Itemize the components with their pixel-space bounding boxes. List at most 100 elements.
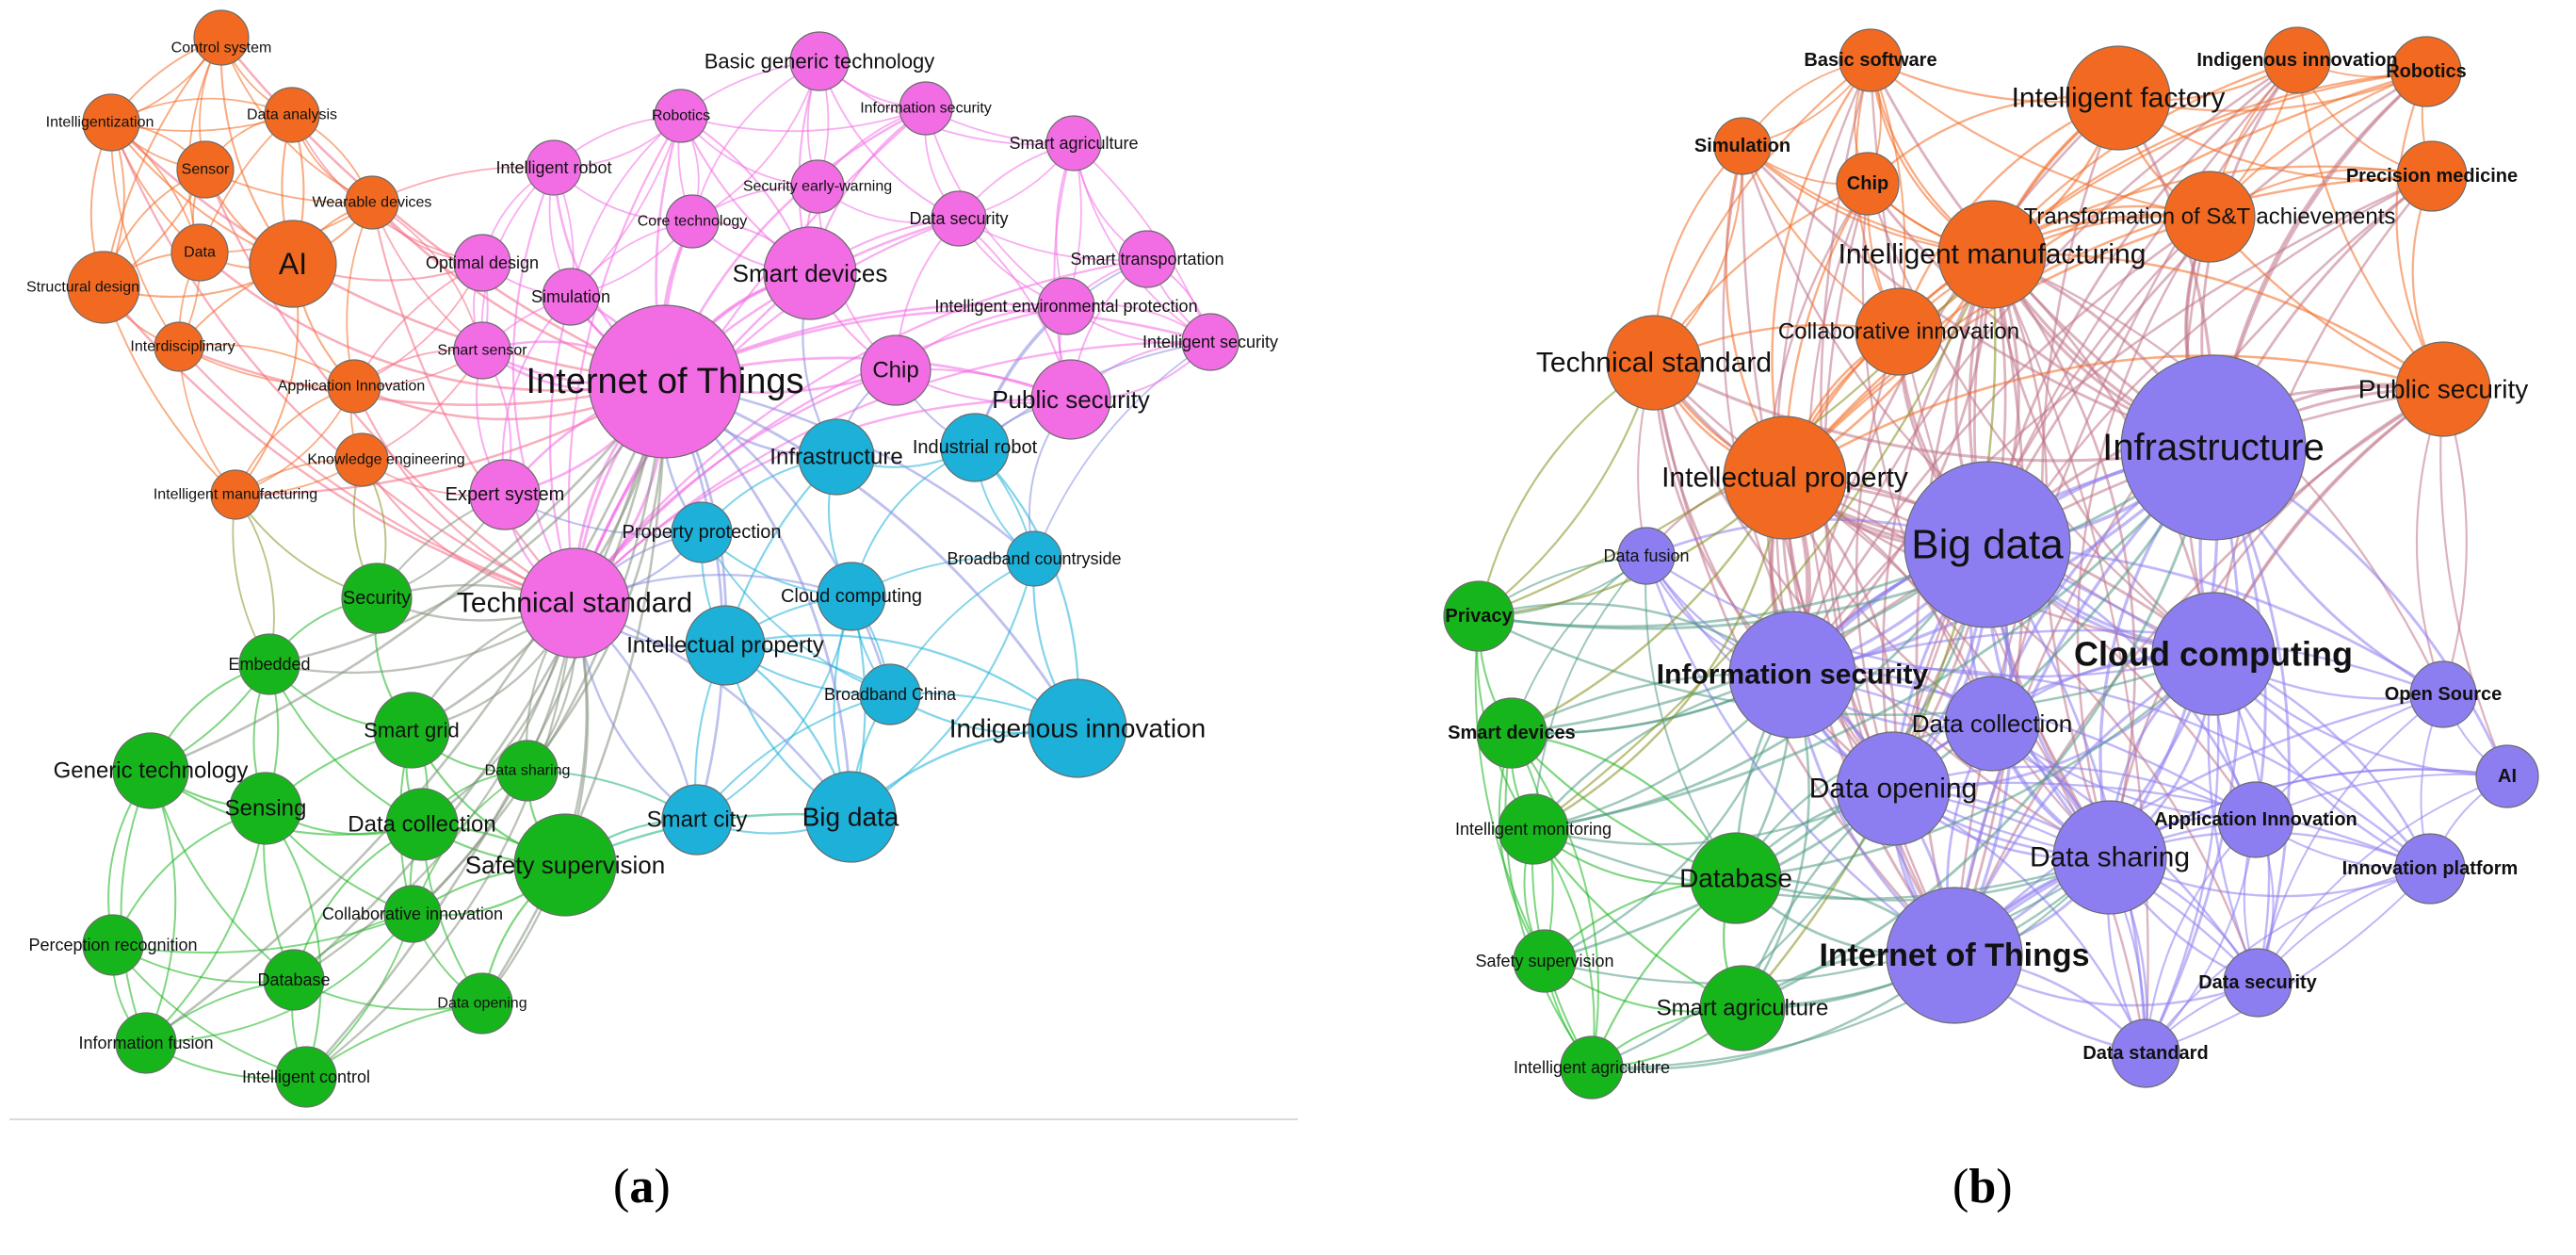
edge <box>1591 788 1895 1069</box>
edge <box>974 258 1148 448</box>
node-label: Expert system <box>446 484 565 505</box>
node-b-32 <box>1513 929 1577 993</box>
node-b-20 <box>2475 744 2539 808</box>
node-a-40 <box>661 784 733 856</box>
node-label: Intelligent factory <box>2012 83 2226 114</box>
node-b-29 <box>1476 697 1547 769</box>
node-b-11 <box>2395 341 2491 437</box>
node-label: Internet of Things <box>1819 937 2089 973</box>
edge <box>1791 174 2433 676</box>
edge <box>680 107 927 133</box>
node-a-23 <box>542 268 600 326</box>
node-label: Database <box>257 970 330 989</box>
edge <box>1855 331 1901 790</box>
node-b-10 <box>1606 315 1702 411</box>
edge <box>1742 253 1997 1009</box>
node-label: Application Innovation <box>2154 809 2357 830</box>
edge <box>145 381 667 1045</box>
node-label: Cloud computing <box>781 586 922 607</box>
edge <box>664 309 1211 383</box>
node-a-7 <box>345 175 399 230</box>
node-b-17 <box>1728 611 1856 739</box>
node-label: Sensor <box>182 162 230 178</box>
edge <box>110 122 180 348</box>
node-a-35 <box>1006 530 1062 587</box>
edge <box>1774 59 1872 676</box>
node-a-17 <box>1045 115 1102 171</box>
node-a-38 <box>859 663 921 725</box>
node-a-31 <box>519 547 630 659</box>
node-label: Smart agriculture <box>1657 996 1829 1021</box>
node-b-19 <box>1944 676 2040 772</box>
edge <box>1784 215 2211 479</box>
node-label: Basic software <box>1804 50 1936 71</box>
node-a-19 <box>931 190 987 247</box>
edge <box>305 602 576 1078</box>
edge <box>1891 174 2433 790</box>
edge <box>1591 856 2111 1069</box>
edge <box>1742 447 2215 1010</box>
edge <box>1544 856 2111 985</box>
node-a-13 <box>654 89 708 143</box>
node-b-7 <box>2163 171 2256 263</box>
node-label: Smart city <box>647 807 748 833</box>
node-a-44 <box>373 692 450 769</box>
node-a-41 <box>804 771 897 863</box>
edge <box>1784 476 2260 984</box>
node-label: Robotics <box>2386 61 2467 82</box>
node-label: Safety supervision <box>1475 952 1613 970</box>
node-label: Infrastructure <box>2102 427 2325 468</box>
node-label: Indigenous innovation <box>2196 50 2397 71</box>
edge <box>293 381 667 981</box>
node-label: Generic technology <box>54 758 249 784</box>
node-b-1 <box>2066 45 2171 151</box>
node-b-23 <box>2052 800 2167 915</box>
node-b-16 <box>2151 592 2276 716</box>
edge <box>1532 253 1994 830</box>
node-label: Intelligent agriculture <box>1514 1058 1670 1077</box>
node-a-18 <box>665 194 720 249</box>
edge <box>1033 341 1211 560</box>
node-label: Intellectual property <box>1661 463 1908 494</box>
edge <box>1784 354 2444 480</box>
node-label: Collaborative innovation <box>322 905 503 923</box>
node-b-25 <box>1886 887 2023 1024</box>
node-label: Data security <box>2198 972 2317 993</box>
edge <box>265 807 322 1078</box>
edge <box>1870 59 2211 219</box>
node-label: Security <box>343 588 411 609</box>
edge <box>103 286 236 496</box>
edge <box>1990 253 2214 656</box>
edge <box>370 202 575 604</box>
node-label: Intelligent robot <box>495 158 611 177</box>
edge <box>574 304 1067 604</box>
node-a-48 <box>385 788 459 861</box>
node-label: Big data <box>1911 522 2064 568</box>
node-label: Sensing <box>225 796 307 822</box>
node-a-20 <box>453 234 511 292</box>
node-b-12 <box>1723 416 1847 540</box>
node-label: Broadband countryside <box>947 549 1121 568</box>
caption-b-letter: b <box>1968 1160 1997 1214</box>
node-label: Security early-warning <box>743 179 892 195</box>
node-a-50 <box>383 885 442 943</box>
edge <box>145 770 177 1044</box>
edge <box>2257 775 2508 984</box>
node-b-3 <box>2390 36 2462 107</box>
node-a-14 <box>899 81 953 136</box>
node-label: Technical standard <box>1536 348 1772 379</box>
node-a-6 <box>249 220 337 308</box>
edge <box>1915 253 1994 956</box>
node-a-29 <box>1030 359 1111 440</box>
node-label: Precision medicine <box>2346 166 2518 187</box>
edge <box>574 368 897 604</box>
node-label: Database <box>1679 864 1792 893</box>
node-a-28 <box>860 334 932 406</box>
node-label: Information fusion <box>78 1034 213 1052</box>
node-b-6 <box>2396 140 2468 212</box>
node-label: Industrial robot <box>913 437 1038 458</box>
edge <box>120 770 152 1044</box>
node-label: Intelligent environmental protection <box>934 297 1197 316</box>
caption-b: (b) <box>1952 1160 2013 1214</box>
